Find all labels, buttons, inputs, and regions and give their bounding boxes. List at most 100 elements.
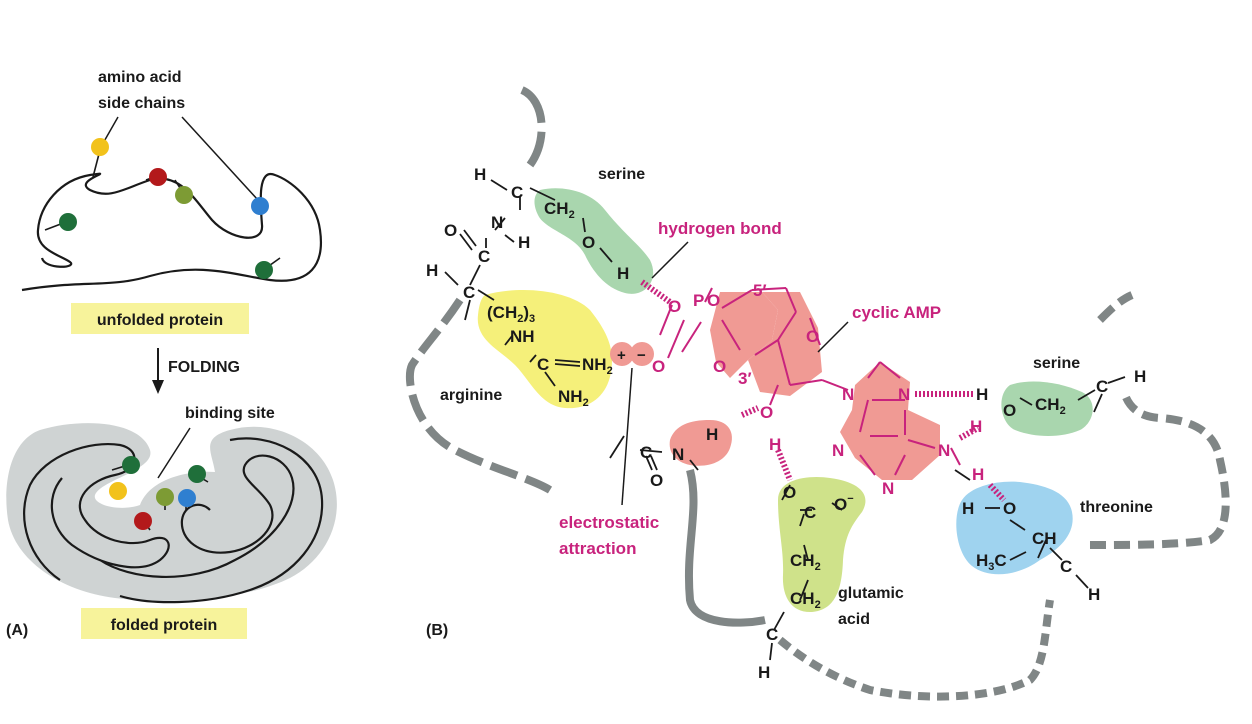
- ring-3prime-label: 3′: [738, 369, 752, 388]
- svg-text:O: O: [652, 357, 665, 376]
- binding-site-pointer: [157, 427, 191, 479]
- serine-right-label: serine: [1033, 355, 1080, 372]
- svg-text:H: H: [426, 261, 438, 280]
- electrostatic-label-line1: electrostatic: [559, 513, 659, 532]
- pointer-line: [181, 116, 259, 201]
- serine-right-blob: [1001, 381, 1093, 436]
- threonine-blob: [956, 481, 1073, 575]
- svg-text:N: N: [832, 441, 844, 460]
- svg-text:C: C: [804, 503, 816, 522]
- residue-bonds: [444, 179, 1126, 661]
- arginine-label: arginine: [440, 387, 502, 404]
- svg-text:CH: CH: [1032, 529, 1057, 548]
- svg-text:O: O: [650, 471, 663, 490]
- svg-text:CH2: CH2: [1035, 395, 1066, 417]
- side-chain-bead: [175, 186, 193, 204]
- svg-text:H: H: [1134, 367, 1146, 386]
- side-chain-bead: [156, 488, 174, 506]
- svg-text:N: N: [882, 479, 894, 498]
- svg-text:NH: NH: [510, 327, 535, 346]
- plus-charge: [610, 342, 634, 366]
- cyclic-amp-pointer: [817, 321, 849, 353]
- svg-text:C: C: [537, 355, 549, 374]
- svg-text:O: O: [668, 297, 681, 316]
- svg-text:O: O: [806, 327, 819, 346]
- unfolded-protein-label: unfolded protein: [97, 312, 223, 329]
- svg-text:C: C: [1060, 557, 1072, 576]
- unfolded-chain: [21, 172, 322, 292]
- side-chain-stems: [44, 149, 281, 269]
- svg-text:H: H: [769, 435, 781, 454]
- svg-text:P: P: [693, 291, 704, 310]
- svg-text:C: C: [511, 183, 523, 202]
- side-chain-bead: [122, 456, 140, 474]
- camp-adenine-ring: [840, 362, 940, 480]
- svg-text:H: H: [972, 465, 984, 484]
- electrostatic-pointer: [621, 367, 633, 506]
- svg-text:CH2: CH2: [790, 551, 821, 573]
- plus-sign: +: [617, 347, 626, 364]
- glutamic-acid-label-line1: glutamic: [838, 585, 904, 602]
- side-chain-bead: [188, 465, 206, 483]
- side-chain-bead: [255, 261, 273, 279]
- side-chain-bead: [59, 213, 77, 231]
- side-chains-label-line2: side chains: [98, 95, 185, 112]
- panel-b-label: (B): [426, 622, 448, 639]
- side-chain-bead: [91, 138, 109, 156]
- electrostatic-label-line2: attraction: [559, 539, 636, 558]
- unfolded-label-box: [71, 303, 249, 334]
- svg-text:H: H: [970, 417, 982, 436]
- side-chain-bead: [134, 512, 152, 530]
- camp-bonds: [659, 287, 961, 476]
- svg-text:H: H: [706, 425, 718, 444]
- folded-protein-label: folded protein: [111, 617, 218, 634]
- serine-top-blob: [534, 188, 654, 294]
- nh-backbone-blob: [669, 420, 732, 466]
- camp-phosphate-ring: [710, 292, 778, 378]
- folding-arrow-head: [152, 380, 164, 394]
- svg-text:H: H: [1088, 585, 1100, 604]
- svg-text:O: O: [713, 357, 726, 376]
- minus-sign: −: [637, 347, 646, 364]
- glutamic-acid-label-line2: acid: [838, 611, 870, 628]
- ring-5prime-label: 5′: [753, 281, 767, 300]
- svg-text:C: C: [1096, 377, 1108, 396]
- svg-text:H: H: [758, 663, 770, 682]
- svg-text:H: H: [617, 264, 629, 283]
- arginine-blob: [477, 290, 612, 409]
- svg-text:O: O: [444, 221, 457, 240]
- svg-text:CH2: CH2: [544, 199, 575, 221]
- svg-text:C: C: [640, 443, 652, 462]
- panel-a: amino acid side chains unfolded protein …: [6, 69, 337, 639]
- svg-text:H: H: [518, 233, 530, 252]
- side-chain-bead: [251, 197, 269, 215]
- svg-text:H: H: [976, 385, 988, 404]
- hydrogen-bond-label: hydrogen bond: [658, 219, 782, 238]
- panel-a-label: (A): [6, 622, 28, 639]
- side-chain-bead: [149, 168, 167, 186]
- svg-text:(CH2)3: (CH2)3: [487, 303, 535, 325]
- cyclic-amp-label: cyclic AMP: [852, 303, 941, 322]
- folded-chain: [23, 437, 324, 604]
- svg-text:N: N: [491, 213, 503, 232]
- binding-site-label: binding site: [185, 405, 275, 422]
- atom-labels: H C CH2 N H O C H C O H (CH2)3 NH C NH2 …: [426, 165, 1146, 682]
- hydrogen-bond-pointer: [651, 241, 689, 279]
- svg-text:C: C: [463, 283, 475, 302]
- camp-atom-labels: O P O O O O O H N N N N N H H: [652, 291, 984, 498]
- svg-text:O: O: [1003, 499, 1016, 518]
- minus-charge: [630, 342, 654, 366]
- svg-text:NH2: NH2: [558, 387, 589, 409]
- serine-top-label: serine: [598, 166, 645, 183]
- svg-text:N: N: [672, 445, 684, 464]
- folding-label: FOLDING: [168, 359, 240, 376]
- glutamic-acid-blob: [778, 477, 866, 613]
- svg-text:O: O: [707, 291, 720, 310]
- svg-text:O: O: [582, 233, 595, 252]
- svg-text:H3C: H3C: [976, 551, 1007, 573]
- svg-text:NH2: NH2: [582, 355, 613, 377]
- svg-text:N: N: [842, 385, 854, 404]
- folded-label-box: [81, 608, 247, 639]
- svg-text:H: H: [474, 165, 486, 184]
